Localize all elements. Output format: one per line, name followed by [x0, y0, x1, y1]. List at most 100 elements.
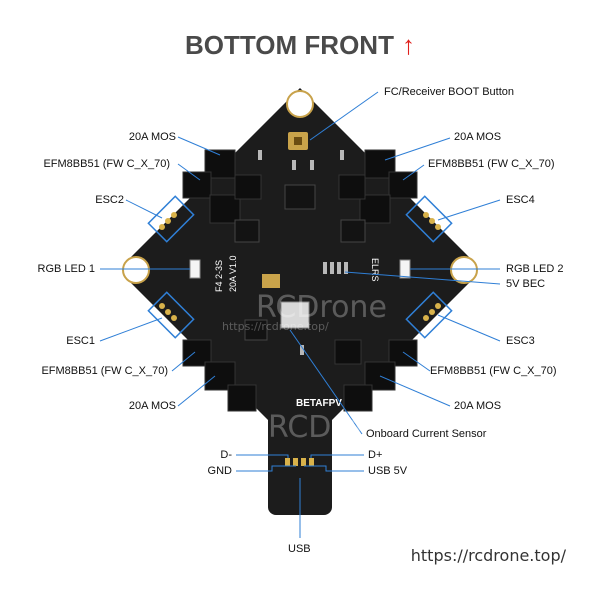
mcu-chip [340, 219, 366, 243]
label-mos-tl: 20A MOS [128, 131, 176, 143]
usb-pads [285, 458, 314, 466]
leader [289, 329, 363, 435]
leader [177, 375, 216, 407]
label-usb: USB [288, 543, 311, 555]
esc2-pads [147, 195, 195, 243]
component [340, 150, 344, 160]
usb-pad [301, 458, 306, 466]
mount-hole-left [122, 256, 150, 284]
label-bec: 5V BEC [506, 278, 546, 290]
mcu-chip [244, 319, 268, 341]
mos-chip [343, 384, 373, 412]
leader [384, 137, 451, 161]
component [330, 262, 334, 274]
board-model: F4 2-3S [214, 260, 224, 292]
usb-pad [309, 458, 314, 466]
pad [429, 309, 435, 315]
usb-pad [293, 458, 298, 466]
leader [125, 199, 163, 219]
label-efm-br: EFM8BB51 (FW C_X_70) [430, 365, 557, 377]
label-current-sensor: Onboard Current Sensor [366, 428, 487, 440]
label-esc4: ESC4 [506, 194, 535, 206]
mos-chip [204, 361, 236, 391]
esc1-outline [147, 291, 195, 339]
mos-chip [334, 339, 362, 365]
leader-lines [99, 91, 501, 538]
pad [159, 224, 165, 230]
label-efm-bl: EFM8BB51 (FW C_X_70) [41, 365, 168, 377]
rgb-led-2 [399, 259, 411, 279]
up-arrow-icon: ↑ [401, 30, 415, 60]
label-efm-tl: EFM8BB51 (FW C_X_70) [43, 158, 170, 170]
leader [99, 317, 163, 342]
label-mos-bl: 20A MOS [128, 400, 176, 412]
mos-chip [209, 194, 241, 224]
footer-url: https://rcdrone.top/ [410, 546, 566, 565]
label-mos-br: 20A MOS [454, 400, 502, 412]
leader [177, 136, 221, 156]
component [258, 150, 262, 160]
board-brand: BETAFPV [296, 398, 342, 409]
mos-chip [338, 174, 366, 200]
mos-chip [359, 194, 391, 224]
mcu-chips [234, 184, 366, 341]
flight-controller-board: BETAFPV F4 2-3S 20A V1.0 ELRS [122, 88, 478, 515]
esc1-pads [147, 291, 195, 339]
esc2-outline [147, 195, 195, 243]
mos-chip [234, 174, 262, 200]
mount-hole-right [450, 256, 478, 284]
pad [435, 303, 441, 309]
label-esc1: ESC1 [66, 335, 95, 347]
gold-component [262, 274, 280, 288]
board-elrs: ELRS [370, 258, 380, 282]
current-sensor-chip [280, 301, 310, 329]
component [337, 262, 341, 274]
leader [236, 465, 296, 472]
pad [423, 212, 429, 218]
pad [423, 315, 429, 321]
esc4-pads [405, 195, 453, 243]
label-esc2: ESC2 [95, 194, 124, 206]
mos-chip [388, 339, 418, 367]
leader [236, 454, 289, 458]
leader [344, 271, 501, 285]
pad [165, 309, 171, 315]
esc3-outline [405, 291, 453, 339]
mount-hole-top [286, 90, 314, 118]
leader [437, 314, 501, 342]
leader [177, 163, 201, 181]
label-fc-boot: FC/Receiver BOOT Button [384, 86, 515, 98]
label-rgb2: RGB LED 2 [506, 263, 564, 275]
usb-pad [285, 458, 290, 466]
leader [379, 375, 451, 407]
mosfets [182, 149, 418, 412]
label-mos-tr: 20A MOS [454, 131, 502, 143]
label-dminus: D- [220, 449, 232, 461]
leader [437, 199, 501, 221]
component [292, 160, 296, 170]
component [344, 262, 348, 274]
pad [165, 218, 171, 224]
pad [429, 218, 435, 224]
mos-chip [227, 384, 257, 412]
watermark-url: https://rcdrone.top/ [222, 320, 329, 333]
usb-tab [268, 395, 332, 515]
pad [171, 212, 177, 218]
mcu-chip [234, 219, 260, 243]
label-esc3: ESC3 [506, 335, 535, 347]
leader [171, 351, 196, 372]
mos-chip [182, 171, 212, 199]
rgb-led-1 [189, 259, 201, 279]
component [323, 262, 327, 274]
leader [304, 465, 364, 472]
pad [171, 315, 177, 321]
mos-chip [388, 171, 418, 199]
component [300, 345, 304, 355]
watermark-big-2: RCDrone [268, 410, 399, 445]
label-rgb1: RGB LED 1 [37, 263, 95, 275]
label-gnd: GND [207, 465, 232, 477]
mcu-chip [284, 184, 316, 210]
label-efm-tr: EFM8BB51 (FW C_X_70) [428, 158, 555, 170]
